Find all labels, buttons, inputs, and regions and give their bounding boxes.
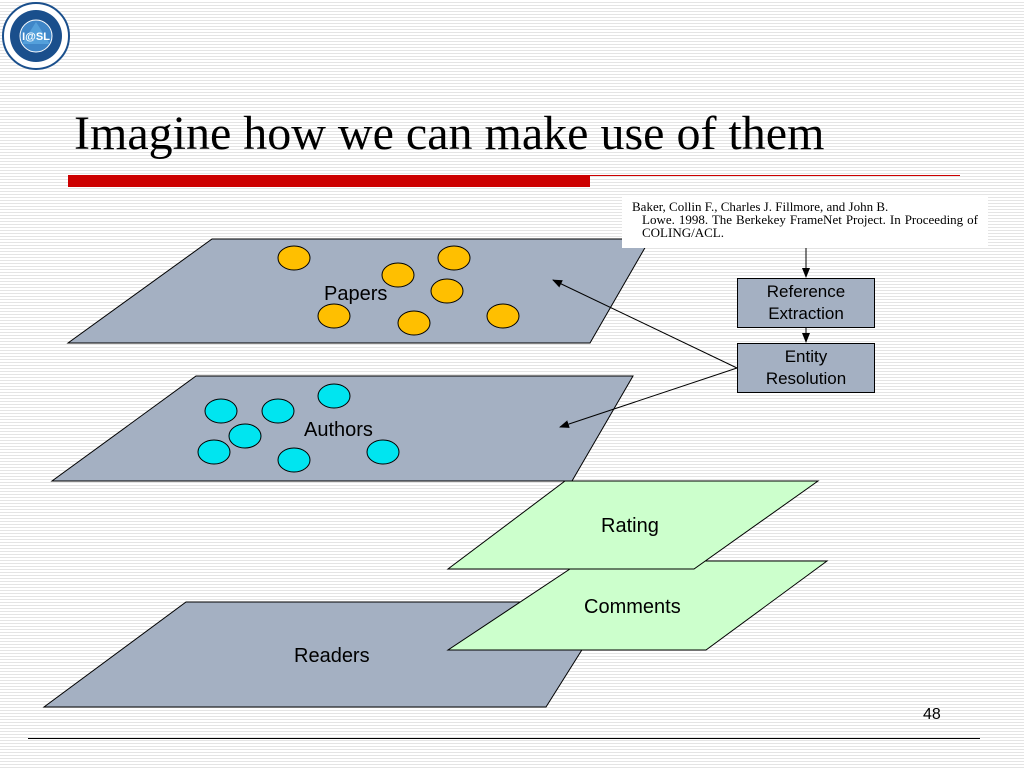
entity-resolution-label: Entity Resolution	[765, 347, 847, 388]
paper-dot	[486, 303, 520, 329]
paper-dot	[437, 245, 471, 271]
author-dot	[204, 398, 238, 424]
arrow-entity-to-authors	[559, 367, 738, 428]
reference-extraction-label: Reference Extraction	[766, 282, 846, 323]
authors-label: Authors	[304, 419, 373, 441]
author-dot	[317, 383, 351, 409]
paper-dot	[381, 262, 415, 288]
papers-label: Papers	[324, 283, 388, 305]
paper-dot	[397, 310, 431, 336]
rating-plane	[446, 480, 820, 570]
author-dot	[228, 423, 262, 449]
comments-label: Comments	[584, 596, 681, 618]
author-dot	[277, 447, 311, 473]
reference-extraction-box: Reference Extraction	[737, 278, 875, 328]
paper-dots	[277, 245, 520, 336]
authors-plane	[50, 375, 634, 482]
author-dot	[197, 439, 231, 465]
logo-center-text: I@SL	[22, 31, 50, 43]
readers-label: Readers	[294, 645, 370, 667]
page-number: 48	[923, 706, 941, 723]
paper-dot	[317, 303, 351, 329]
entity-resolution-box: Entity Resolution	[737, 343, 875, 393]
lab-logo-icon: I@SL	[2, 2, 70, 70]
rating-label: Rating	[601, 515, 659, 537]
citation-line-1: Baker, Collin F., Charles J. Fillmore, a…	[632, 199, 889, 214]
paper-dot	[277, 245, 311, 271]
comments-plane	[446, 560, 829, 651]
citation-line-2: Lowe. 1998. The Berkekey FrameNet Projec…	[642, 212, 978, 240]
slide-title: Imagine how we can make use of them	[74, 107, 825, 160]
citation-box: Baker, Collin F., Charles J. Fillmore, a…	[622, 196, 988, 248]
arrow-entity-to-papers	[552, 279, 738, 369]
author-dot	[366, 439, 400, 465]
author-dot	[261, 398, 295, 424]
title-bar-red	[68, 175, 590, 187]
author-dots	[197, 383, 400, 473]
paper-dot	[430, 278, 464, 304]
